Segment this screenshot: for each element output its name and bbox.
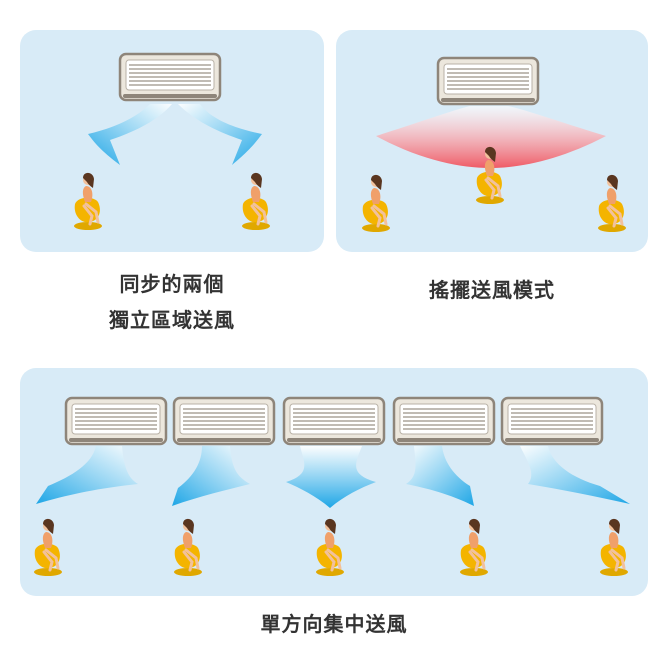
caption-swing-mode: 搖擺送風模式 bbox=[429, 278, 555, 302]
caption-single-direction: 單方向集中送風 bbox=[260, 612, 408, 636]
dual-zone-illustration bbox=[72, 52, 272, 232]
caption-dual-zone: 同步的兩個 獨立區域送風 bbox=[20, 266, 324, 338]
swing-mode-illustration bbox=[360, 56, 628, 234]
seated-person-icon bbox=[596, 173, 628, 234]
air-conditioner-icon bbox=[392, 396, 496, 446]
air-conditioner-icon bbox=[282, 396, 386, 446]
air-conditioner-icon bbox=[118, 52, 222, 102]
seated-person-icon bbox=[72, 171, 104, 232]
airflow-1 bbox=[36, 446, 138, 504]
seated-person-icon bbox=[314, 517, 346, 578]
airflow-3 bbox=[286, 446, 376, 508]
seated-person-icon bbox=[360, 173, 392, 234]
airflow-5 bbox=[520, 446, 630, 504]
seated-person-icon bbox=[172, 517, 204, 578]
single-direction-illustration bbox=[32, 396, 630, 578]
seated-person-icon bbox=[240, 171, 272, 232]
airflow-2 bbox=[172, 446, 250, 506]
seated-person-icon bbox=[32, 517, 64, 578]
seated-person-icon bbox=[458, 517, 490, 578]
caption-dual-line2: 獨立區域送風 bbox=[109, 308, 235, 332]
air-conditioner-icon bbox=[436, 56, 540, 106]
airflow-left bbox=[88, 104, 172, 165]
seated-person-icon bbox=[598, 517, 630, 578]
caption-dual-line1: 同步的兩個 bbox=[119, 272, 225, 296]
air-conditioner-icon bbox=[172, 396, 276, 446]
air-conditioner-icon bbox=[500, 396, 604, 446]
airflow-warm-fan bbox=[376, 106, 606, 168]
airflow-right bbox=[178, 104, 262, 165]
air-conditioner-icon bbox=[64, 396, 168, 446]
airflow-4 bbox=[406, 446, 474, 506]
